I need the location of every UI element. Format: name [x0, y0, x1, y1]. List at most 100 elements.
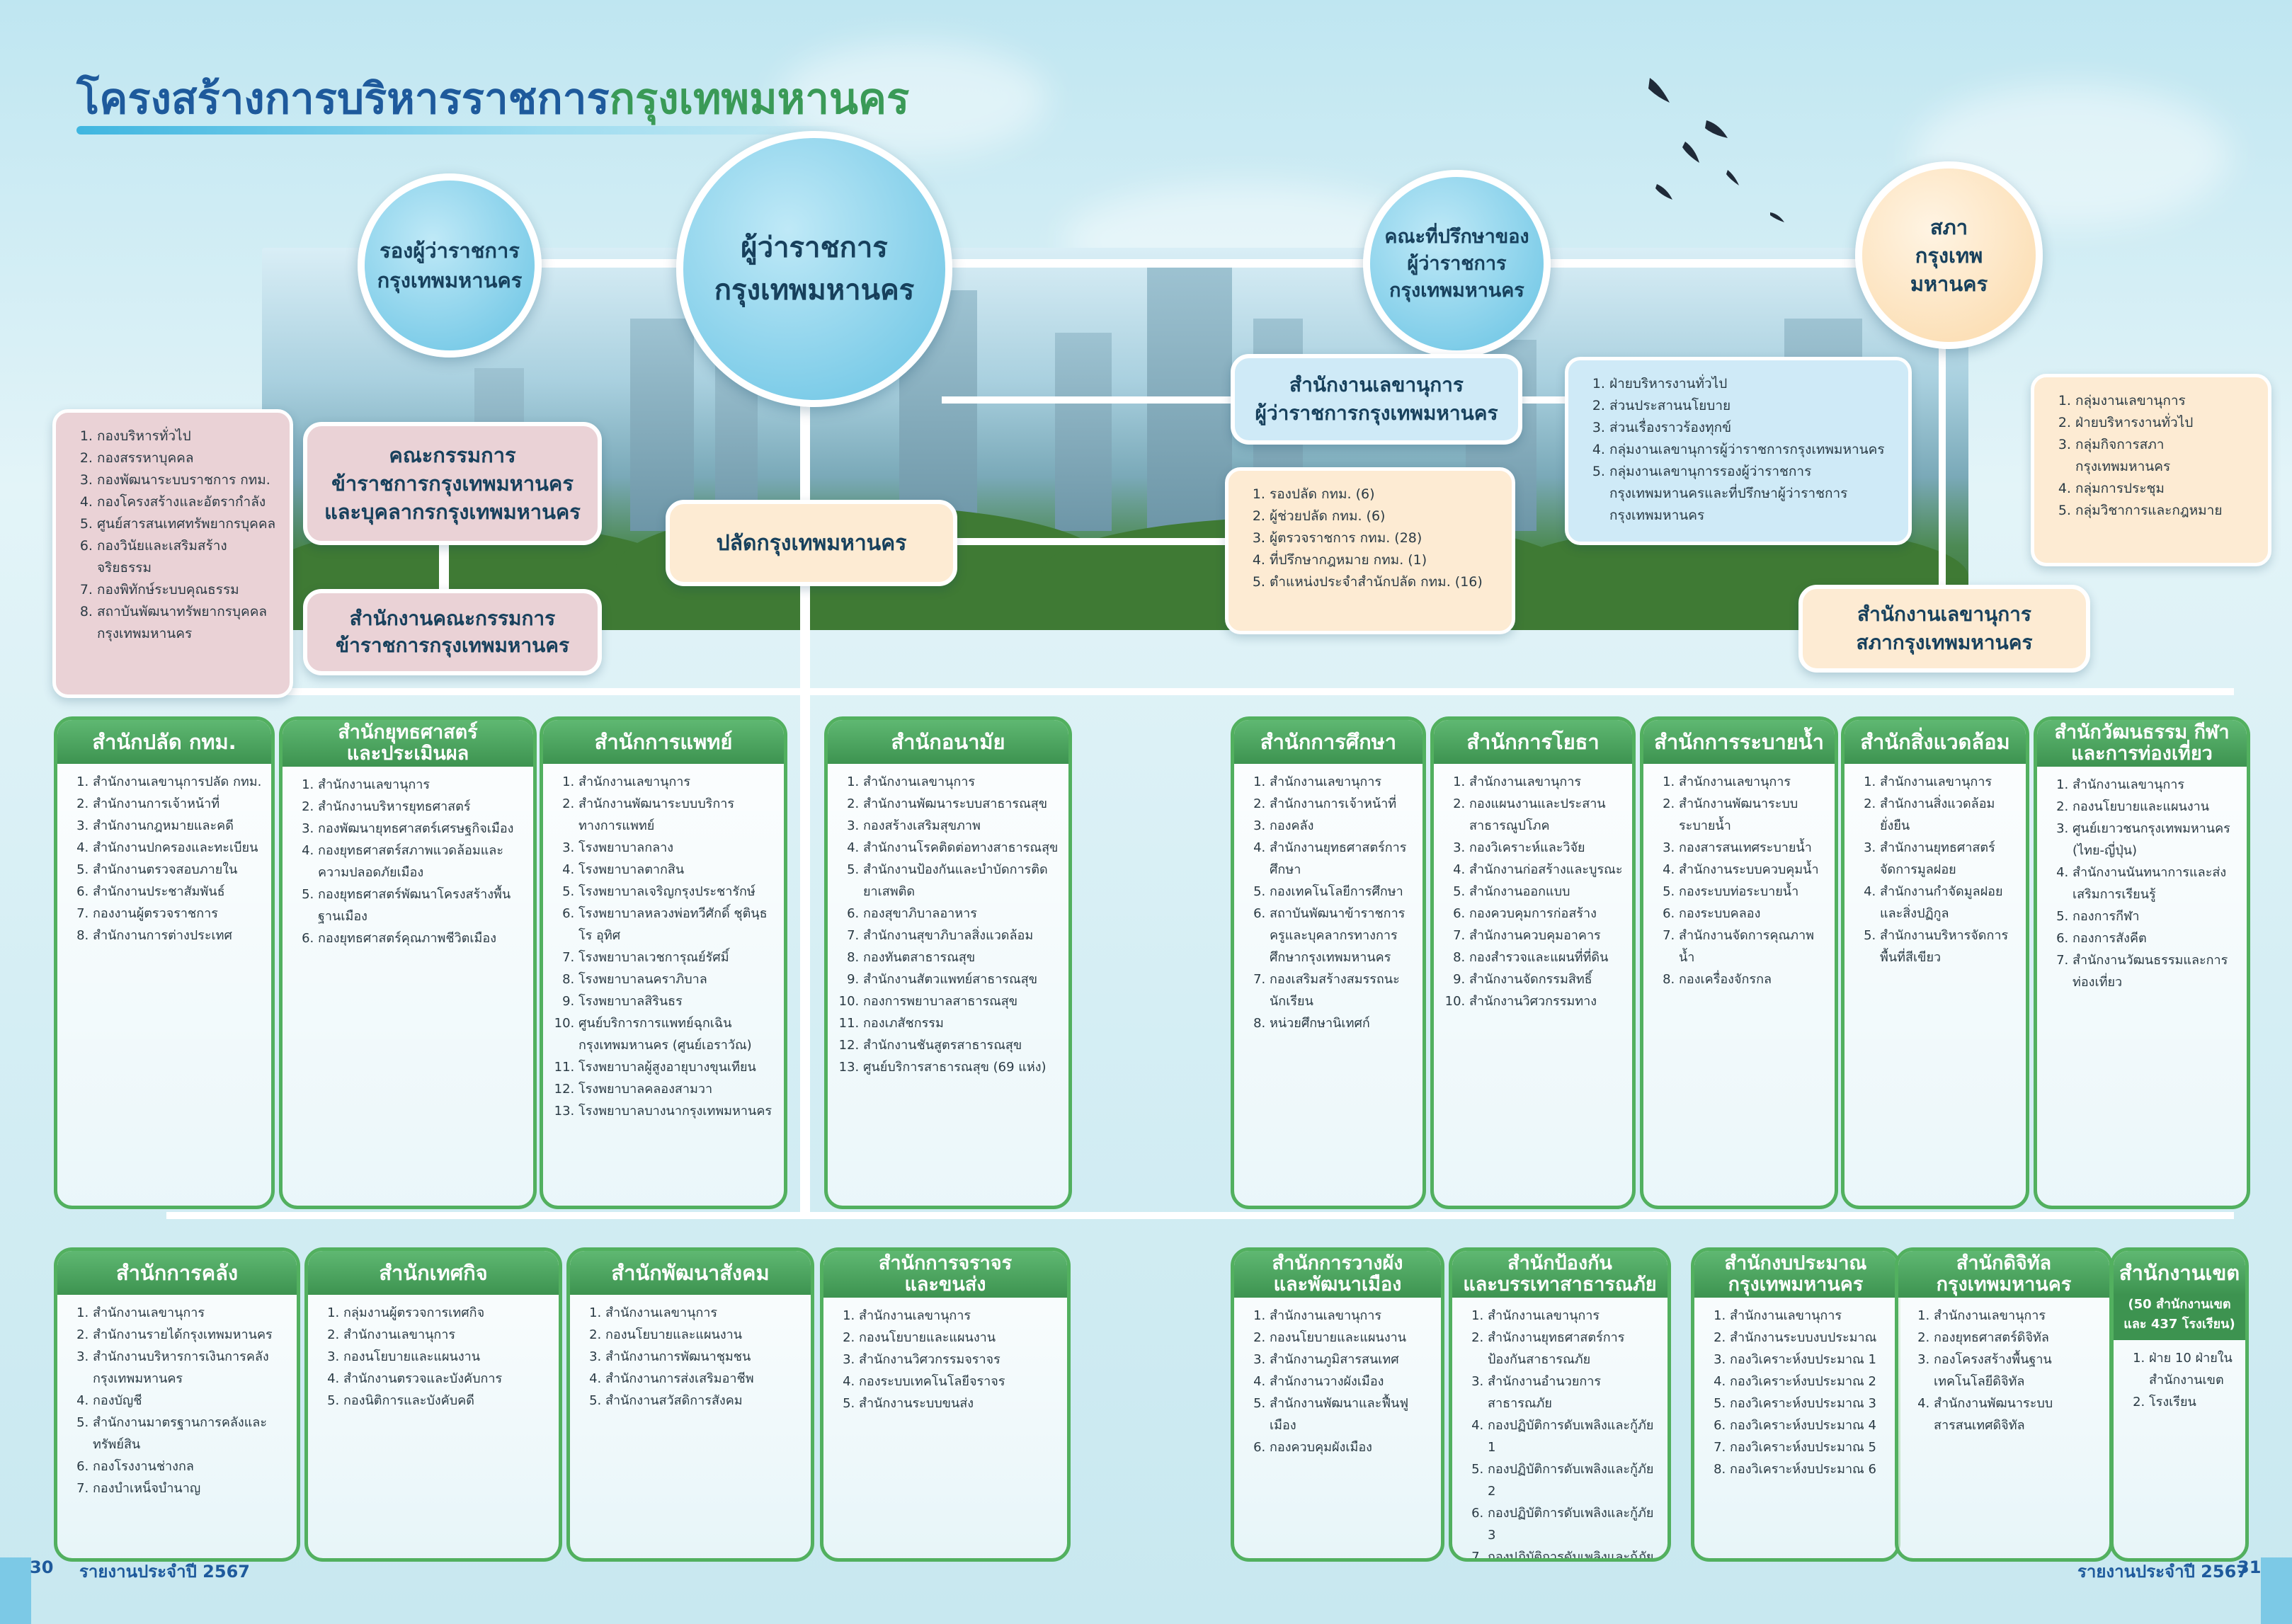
department-unit: สำนักงานบริหารยุทธศาสตร์ — [318, 796, 526, 818]
department-unit: สำนักงานจัดกรรมสิทธิ์ — [1469, 968, 1625, 990]
department-title: สำนักงานเขต — [2114, 1251, 2245, 1295]
department-unit: กองวิเคราะห์งบประมาณ 3 — [1730, 1393, 1890, 1414]
department-unit: โรงพยาบาลบางนากรุงเทพมหานคร — [578, 1100, 777, 1122]
list-item: ผู้ตรวจราชการ กทม. (28) — [1270, 527, 1499, 549]
department-unit: สำนักงานเลขานุการ — [605, 1302, 804, 1324]
department-card: สำนักการโยธาสำนักงานเลขานุการกองแผนงานแล… — [1430, 716, 1636, 1209]
department-unit: ศูนย์บริการสาธารณสุข (69 แห่ง) — [863, 1056, 1061, 1078]
department-title: สำนักการจราจร และขนส่ง — [823, 1251, 1067, 1298]
list-item: รองปลัด กทม. (6) — [1270, 484, 1499, 505]
department-unit: โรงพยาบาลหลวงพ่อทวีศักดิ์ ชุตินฺธโร อุทิ… — [578, 903, 777, 947]
department-unit: สำนักงานกำจัดมูลฝอยและสิ่งปฏิกูล — [1880, 881, 2019, 925]
department-unit: สำนักงานโรคติดต่อทางสาธารณสุข — [863, 837, 1061, 859]
list-item: กลุ่มการประชุม — [2075, 478, 2255, 500]
department-unit: โรงพยาบาลเจริญกรุงประชารักษ์ — [578, 881, 777, 903]
department-unit: กองบัญชี — [93, 1390, 290, 1412]
connector-line — [166, 688, 2234, 695]
department-unit: โรงพยาบาลตากสิน — [578, 859, 777, 881]
birds-decoration — [1521, 78, 1784, 224]
department-unit: กองนโยบายและแผนงาน — [2073, 796, 2240, 818]
department-card: สำนักป้องกัน และบรรเทาสาธารณภัยสำนักงานเ… — [1449, 1247, 1671, 1562]
list-item: กลุ่มวิชาการและกฎหมาย — [2075, 500, 2255, 522]
department-unit: สำนักงานรายได้กรุงเทพมหานคร — [93, 1324, 290, 1346]
department-unit: สำนักงานเลขานุการ — [1270, 1305, 1434, 1327]
department-unit: สำนักงานตรวจสอบภายใน — [93, 859, 264, 881]
department-unit: กองการกีฬา — [2073, 905, 2240, 927]
department-unit: กลุ่มงานผู้ตรวจการเทศกิจ — [343, 1302, 552, 1324]
department-unit: สำนักงานนันทนาการและส่งเสริมการเรียนรู้ — [2073, 862, 2240, 905]
department-card: สำนักปลัด กทม.สำนักงานเลขานุการปลัด กทม.… — [54, 716, 275, 1209]
department-card: สำนักพัฒนาสังคมสำนักงานเลขานุการกองนโยบา… — [566, 1247, 814, 1562]
department-unit: ศูนย์เยาวชนกรุงเทพมหานคร (ไทย-ญี่ปุ่น) — [2073, 818, 2240, 862]
department-title: สำนักการแพทย์ — [543, 720, 784, 764]
department-unit: สำนักงานสัตวแพทย์สาธารณสุข — [863, 968, 1061, 990]
department-unit: สำนักงานกฎหมายและคดี — [93, 815, 264, 837]
bangkok-council-node: สภา กรุงเทพ มหานคร — [1855, 161, 2043, 349]
department-unit: สำนักงานประชาสัมพันธ์ — [93, 881, 264, 903]
list-item: ส่วนประสานนโยบาย — [1609, 395, 1895, 417]
advisors-node: คณะที่ปรึกษาของ ผู้ว่าราชการ กรุงเทพมหาน… — [1363, 170, 1551, 358]
department-title: สำนักยุทธศาสตร์ และประเมินผล — [283, 720, 533, 767]
department-unit: โรงพยาบาลคลองสามวา — [578, 1078, 777, 1100]
department-unit: สำนักงานเลขานุการ — [2073, 774, 2240, 796]
list-item: ส่วนเรื่องราวร้องทุกข์ — [1609, 417, 1895, 439]
report-label-left: รายงานประจำปี 2567 — [79, 1562, 250, 1582]
department-card: สำนักการศึกษาสำนักงานเลขานุการสำนักงานกา… — [1231, 716, 1426, 1209]
list-item: กลุ่มงานเลขานุการรองผู้ว่าราชการกรุงเทพม… — [1609, 461, 1895, 527]
department-unit: สำนักงานยุทธศาสตร์จัดการมูลฝอย — [1880, 837, 2019, 881]
department-title: สำนักการวางผัง และพัฒนาเมือง — [1234, 1251, 1441, 1298]
list-item: ที่ปรึกษากฎหมาย กทม. (1) — [1270, 549, 1499, 571]
department-unit: สำนักงานการต่างประเทศ — [93, 925, 264, 947]
department-title: สำนักการคลัง — [57, 1251, 297, 1295]
page-tab-left — [0, 1557, 31, 1624]
department-unit: กองงานผู้ตรวจราชการ — [93, 903, 264, 925]
department-unit: สำนักงานเลขานุการ — [1679, 771, 1828, 793]
department-unit: กองสร้างเสริมสุขภาพ — [863, 815, 1061, 837]
department-unit: หน่วยศึกษานิเทศก์ — [1270, 1012, 1415, 1034]
department-title: สำนักงบประมาณ กรุงเทพมหานคร — [1694, 1251, 1897, 1298]
connector-line — [166, 1212, 2234, 1219]
list-item: ฝ่ายบริหารงานทั่วไป — [2075, 412, 2255, 434]
department-unit: กองปฏิบัติการดับเพลิงและกู้ภัย 4 — [1488, 1546, 1660, 1558]
department-subtitle: (50 สำนักงานเขต และ 437 โรงเรียน) — [2114, 1295, 2245, 1340]
list-item: ฝ่ายบริหารงานทั่วไป — [1609, 373, 1895, 395]
department-unit: กองวิเคราะห์งบประมาณ 6 — [1730, 1458, 1890, 1480]
department-unit: สำนักงานเลขานุการ — [859, 1305, 1060, 1327]
department-unit: กองวิเคราะห์และวิจัย — [1469, 837, 1625, 859]
governor-node: ผู้ว่าราชการ กรุงเทพมหานคร — [676, 131, 952, 407]
list-item: กลุ่มกิจการสภากรุงเทพมหานคร — [2075, 434, 2255, 478]
department-unit: สำนักงานระบบงบประมาณ — [1730, 1327, 1890, 1349]
department-unit: สำนักงานระบบขนส่ง — [859, 1393, 1060, 1414]
department-unit: กองสำรวจและแผนที่ที่ดิน — [1469, 947, 1625, 968]
department-unit: กองเทคโนโลยีการศึกษา — [1270, 881, 1415, 903]
department-unit: กองคลัง — [1270, 815, 1415, 837]
department-unit: โรงพยาบาลเวชการุณย์รัศมิ์ — [578, 947, 777, 968]
department-unit: กองโรงงานช่างกล — [93, 1456, 290, 1477]
department-title: สำนักเทศกิจ — [308, 1251, 559, 1295]
connector-line — [1480, 396, 1572, 404]
department-title: สำนักพัฒนาสังคม — [570, 1251, 811, 1295]
department-card: สำนักงานเขต(50 สำนักงานเขต และ 437 โรงเร… — [2110, 1247, 2249, 1562]
governor-secretariat-list: ฝ่ายบริหารงานทั่วไปส่วนประสานนโยบายส่วนเ… — [1565, 357, 1912, 545]
department-unit: สำนักงานเลขานุการ — [863, 771, 1061, 793]
department-unit: สำนักงานสิ่งแวดล้อมยั่งยืน — [1880, 793, 2019, 837]
department-title: สำนักการระบายน้ำ — [1643, 720, 1835, 764]
department-unit: สำนักงานเลขานุการ — [1270, 771, 1415, 793]
connector-line — [942, 538, 1225, 545]
department-unit: สถาบันพัฒนาข้าราชการครูและบุคลากรทางการศ… — [1270, 903, 1415, 968]
department-unit: กองแผนงานและประสานสาธารณูปโภค — [1469, 793, 1625, 837]
department-unit: ฝ่าย 10 ฝ่ายในสำนักงานเขต — [2149, 1347, 2238, 1391]
department-unit: สำนักงานตรวจและบังคับการ — [343, 1368, 552, 1390]
list-item: กองพิทักษ์ระบบคุณธรรม — [97, 579, 277, 601]
department-unit: สำนักงานสวัสดิการสังคม — [605, 1390, 804, 1412]
council-secretariat-node: สำนักงานเลขานุการ สภากรุงเทพมหานคร — [1798, 585, 2090, 673]
department-title: สำนักการโยธา — [1434, 720, 1632, 764]
department-unit: กองระบบเทคโนโลยีจราจร — [859, 1371, 1060, 1393]
department-unit: สำนักงานพัฒนาระบบสารสนเทศดิจิทัล — [1934, 1393, 2102, 1436]
list-item: กองบริหารทั่วไป — [97, 425, 277, 447]
department-unit: โรงเรียน — [2149, 1391, 2238, 1413]
department-unit: โรงพยาบาลกลาง — [578, 837, 777, 859]
title-underline — [76, 126, 855, 135]
department-unit: สำนักงานออกแบบ — [1469, 881, 1625, 903]
department-unit: สำนักงานพัฒนาระบบระบายน้ำ — [1679, 793, 1828, 837]
